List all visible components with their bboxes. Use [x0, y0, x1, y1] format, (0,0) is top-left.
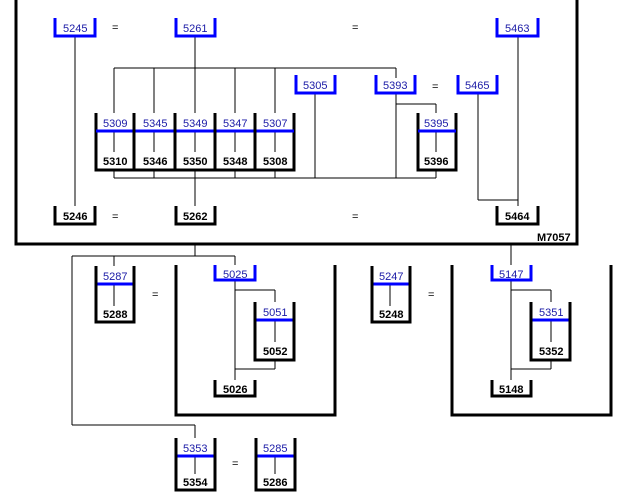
nested-top-label: 5247 [379, 271, 403, 283]
nested-bottom-label: 5348 [223, 156, 247, 168]
top-cup-labels: 5245 5261 5463 5305 5393 5465 5025 5147 [63, 23, 529, 281]
equal-sign: = [352, 211, 358, 223]
cup-label: 5305 [303, 80, 327, 92]
cup-dividers [132, 113, 257, 170]
equal-sign: = [432, 81, 438, 93]
main-frame [14, 0, 579, 246]
cup-label: 5246 [63, 211, 87, 223]
nested-bottom-label: 5310 [103, 156, 127, 168]
nested-bottom-label: 5354 [183, 477, 208, 489]
nested-top-label: 5287 [103, 271, 127, 283]
cup-label: 5465 [465, 80, 489, 92]
nested-bottom-label: 5248 [379, 309, 403, 321]
equal-sign: = [112, 211, 118, 223]
cup-label: 5261 [183, 23, 207, 35]
nested-top-label: 5051 [263, 307, 287, 319]
equal-sign: = [428, 289, 434, 301]
cup-label: 5245 [63, 23, 87, 35]
black-cups [53, 206, 572, 492]
nested-top-label: 5353 [183, 443, 207, 455]
nested-top-label: 5351 [539, 307, 563, 319]
nested-cup-frames-top [94, 113, 458, 172]
cup-label: 5026 [223, 384, 247, 396]
nested-bottom-label: 5350 [183, 156, 207, 168]
nested-top-label: 5347 [223, 118, 247, 130]
nested-bottom-label: 5346 [143, 156, 167, 168]
nested-top-label: 5395 [424, 118, 448, 130]
nested-top-label: 5345 [143, 118, 167, 130]
nested-bottom-label: 5352 [539, 346, 563, 358]
nested-bottom-label: 5286 [263, 477, 287, 489]
cup-label: 5393 [383, 80, 407, 92]
cup-label: 5464 [505, 211, 530, 223]
nested-cup-labels: 5309 5310 5345 5346 5349 5350 5347 5348 … [103, 118, 563, 489]
equal-signs: = = = = = = = = [112, 22, 438, 470]
equal-sign: = [112, 22, 118, 34]
equal-sign: = [352, 22, 358, 34]
cup-label: 5147 [499, 269, 523, 281]
nested-top-label: 5349 [183, 118, 207, 130]
lower-brackets [174, 265, 613, 417]
connector-lines-top [74, 36, 519, 206]
cup-label: 5148 [499, 384, 523, 396]
nested-bottom-label: 5308 [263, 156, 287, 168]
equal-sign: = [152, 289, 158, 301]
cup-label: 5262 [183, 211, 207, 223]
blue-cups [53, 18, 570, 458]
equal-sign: = [232, 458, 238, 470]
bottom-cup-labels: 5246 5262 5464 5148 5026 [63, 211, 530, 396]
connector-lines-lower [71, 244, 552, 474]
nested-bottom-label: 5288 [103, 309, 127, 321]
nested-bottom-label: 5052 [263, 346, 287, 358]
nested-top-label: 5309 [103, 118, 127, 130]
nested-top-label: 5285 [263, 443, 287, 455]
frame-label: M7057 [537, 232, 571, 244]
cup-label: 5463 [505, 23, 529, 35]
nested-top-label: 5307 [263, 118, 287, 130]
nested-bottom-label: 5396 [424, 156, 448, 168]
cup-label: 5025 [223, 269, 247, 281]
